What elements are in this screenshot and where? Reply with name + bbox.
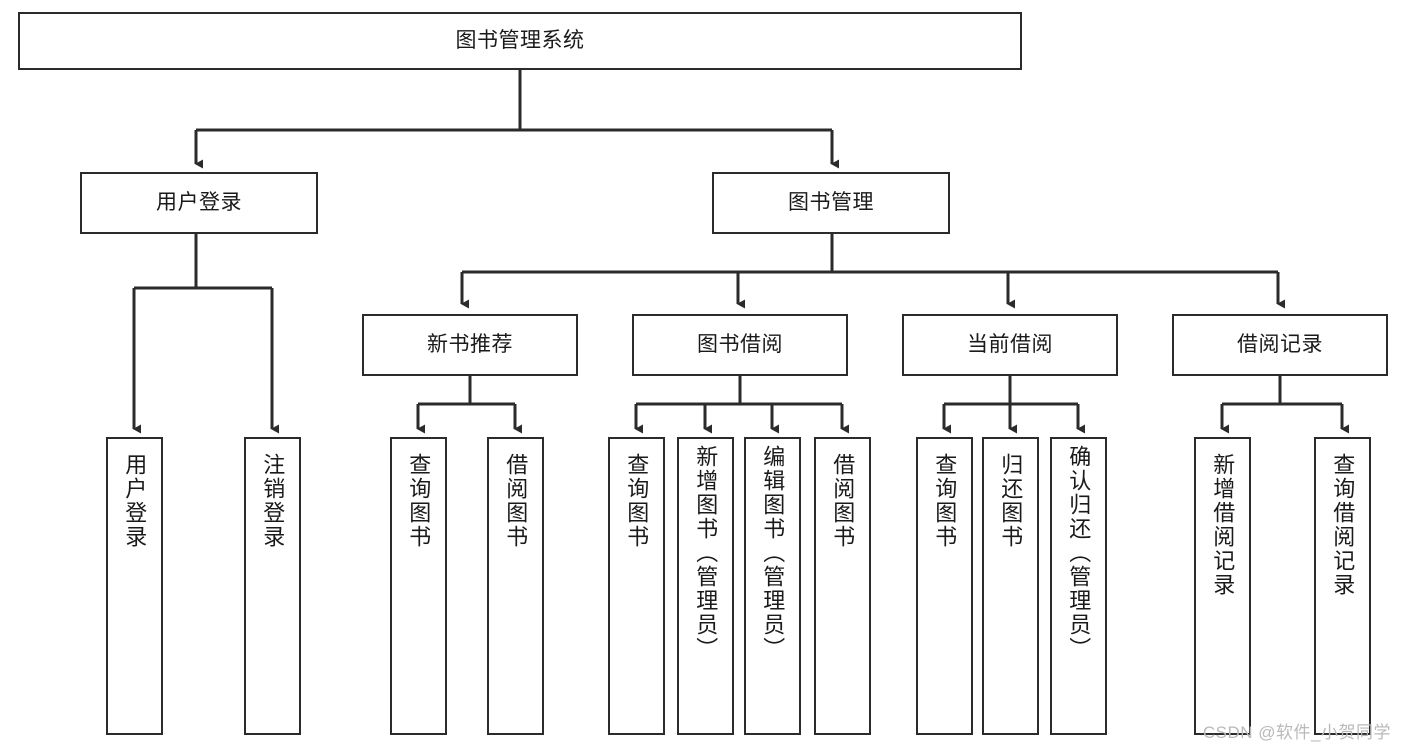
leaf-recommend-borrow-books[interactable]: 借阅图书 <box>487 437 544 735</box>
node-user-login[interactable]: 用户登录 <box>80 172 318 234</box>
node-label: 查询图书 <box>406 453 432 549</box>
node-book-management[interactable]: 图书管理 <box>712 172 950 234</box>
node-book-borrowing[interactable]: 图书借阅 <box>632 314 848 376</box>
node-label: 新增图书（管理员） <box>693 445 719 661</box>
node-label: 借阅图书 <box>503 453 529 549</box>
leaf-current-query-books[interactable]: 查询图书 <box>916 437 973 735</box>
leaf-borrow-add-book-admin[interactable]: 新增图书（管理员） <box>677 437 734 735</box>
leaf-recommend-query-books[interactable]: 查询图书 <box>390 437 447 735</box>
node-label: 当前借阅 <box>967 333 1053 357</box>
node-label: 查询图书 <box>624 453 650 549</box>
node-label: 注销登录 <box>260 453 286 549</box>
node-label: 新增借阅记录 <box>1210 453 1236 597</box>
watermark: CSDN @软件_小贺同学 <box>1202 723 1391 742</box>
leaf-borrow-edit-book-admin[interactable]: 编辑图书（管理员） <box>744 437 801 735</box>
node-label: 图书借阅 <box>697 333 783 357</box>
leaf-current-confirm-return-admin[interactable]: 确认归还（管理员） <box>1050 437 1107 735</box>
node-new-book-recommendation[interactable]: 新书推荐 <box>362 314 578 376</box>
node-label: 查询图书 <box>932 453 958 549</box>
node-label: 新书推荐 <box>427 333 513 357</box>
leaf-record-query-borrow-record[interactable]: 查询借阅记录 <box>1314 437 1371 735</box>
node-label: 编辑图书（管理员） <box>760 445 786 661</box>
leaf-user-login-login[interactable]: 用户登录 <box>106 437 163 735</box>
node-label: 查询借阅记录 <box>1330 453 1356 597</box>
leaf-user-login-logout[interactable]: 注销登录 <box>244 437 301 735</box>
node-label: 图书管理系统 <box>455 29 585 53</box>
node-label: 归还图书 <box>998 453 1024 549</box>
leaf-borrow-query-books[interactable]: 查询图书 <box>608 437 665 735</box>
node-label: 用户登录 <box>156 191 242 215</box>
node-root-book-management-system[interactable]: 图书管理系统 <box>18 12 1022 70</box>
leaf-borrow-borrow-books[interactable]: 借阅图书 <box>814 437 871 735</box>
node-borrow-records[interactable]: 借阅记录 <box>1172 314 1388 376</box>
node-label: 确认归还（管理员） <box>1066 445 1092 661</box>
node-label: 借阅记录 <box>1237 333 1323 357</box>
leaf-current-return-books[interactable]: 归还图书 <box>982 437 1039 735</box>
node-label: 图书管理 <box>788 191 874 215</box>
node-current-borrowing[interactable]: 当前借阅 <box>902 314 1118 376</box>
node-label: 借阅图书 <box>830 453 856 549</box>
node-label: 用户登录 <box>122 453 148 549</box>
leaf-record-add-borrow-record[interactable]: 新增借阅记录 <box>1194 437 1251 735</box>
